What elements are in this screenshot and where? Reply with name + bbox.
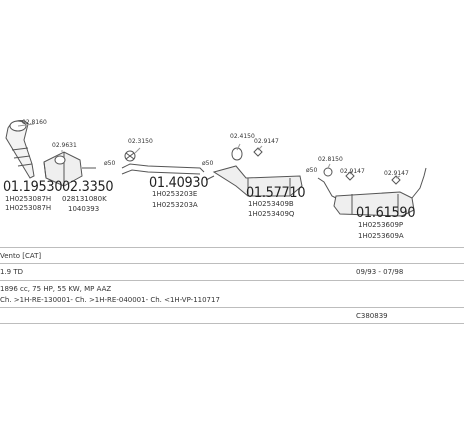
divider [0,307,464,308]
part-reference: 1H0253203E [152,190,198,198]
part-reference: 1H0253203A [152,201,198,209]
catalyst-drawing [43,151,96,187]
pipe-diameter-label: ø50 [202,160,214,167]
part-reference: 1H0253087H [5,195,52,203]
accessory-label: 02.9631 [52,142,77,149]
part-number: 01.57710 [246,185,306,201]
divider [0,247,464,248]
accessory-label: 02.8150 [318,156,343,163]
part-number: 01.19530 [3,179,63,195]
date-range: 09/93 - 07/98 [356,268,404,276]
accessory-label: 02.3150 [128,138,153,145]
catalogue-code: C380839 [356,312,388,320]
front-pipe-drawing [5,120,35,179]
part-reference: 1H0253609P [358,221,404,229]
pipe-diameter-label: ø50 [306,167,318,174]
part-reference: 1H0253087H [5,204,52,212]
part-reference: 1H0253409B [248,200,294,208]
accessory-label: 02.9147 [254,138,279,145]
part-reference: 1H0253409Q [248,210,295,218]
rear-silencer-drawing [317,167,427,217]
engine-spec: 1896 cc, 75 HP, 55 KW, MP AAZ [0,285,112,293]
divider [0,280,464,281]
intermediate-silencer-drawing [205,147,303,197]
accessory-label: 02.9147 [384,170,409,177]
part-number: 02.3350 [62,179,114,195]
pipe-diameter-label: ø50 [104,160,116,167]
part-number: 01.40930 [149,175,209,191]
part-reference: 1H0253609A [358,232,404,240]
part-number: 01.61590 [356,205,416,221]
middle-pipe-drawing [121,150,205,175]
vehicle-model: Vento [CAT] [0,252,42,260]
divider [0,263,464,264]
part-reference: 028131080K [62,195,107,203]
engine: 1.9 TD [0,268,24,276]
part-reference: 1040393 [68,205,100,213]
accessory-label: 02.8160 [22,119,47,126]
accessory-label: 02.9147 [340,168,365,175]
accessory-label: 02.4150 [230,133,255,140]
chassis-range: Ch. >1H-RE-130001- Ch. >1H-RE-040001- Ch… [0,296,220,304]
divider [0,323,464,324]
